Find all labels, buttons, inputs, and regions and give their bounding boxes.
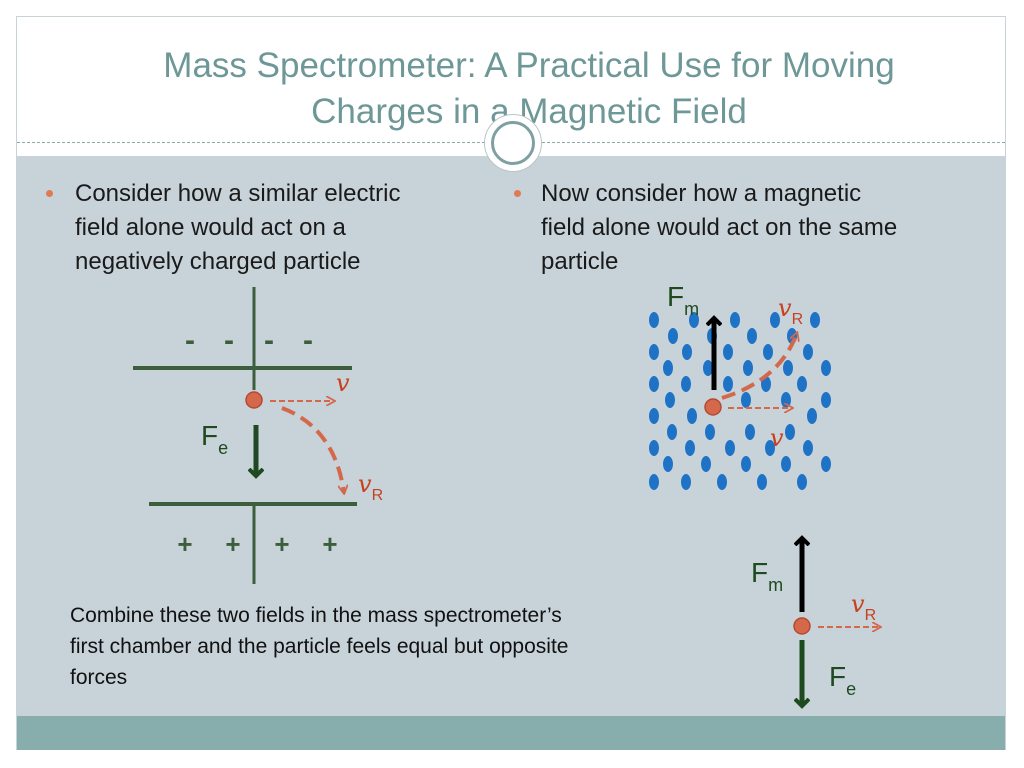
field-dot [765, 440, 775, 456]
combine-text: Combine these two fields in the mass spe… [70, 600, 690, 693]
bullet-dot-right [514, 190, 521, 197]
field-dot [705, 424, 715, 440]
field-dot [797, 376, 807, 392]
combine-line-3: forces [70, 666, 128, 689]
combine-line-1: Combine these two fields in the mass spe… [70, 604, 562, 627]
magnetic-field-dots [649, 312, 831, 490]
field-dot [763, 344, 773, 360]
field-dot [785, 424, 795, 440]
plus-sign-1: + [177, 529, 192, 559]
slide-title: Mass Spectrometer: A Practical Use for M… [57, 43, 1001, 135]
field-dot [649, 440, 659, 456]
bullet-left-line-3: negatively charged particle [75, 248, 361, 275]
field-dot [781, 456, 791, 472]
field-dot [797, 474, 807, 490]
field-dot [685, 440, 695, 456]
fe-label-combined: Fe [829, 661, 856, 699]
title-line-1: Mass Spectrometer: A Practical Use for M… [163, 46, 895, 85]
electric-field-diagram: - - - - + + + + Fe v vR [133, 287, 383, 584]
vr-label-combined: vR [851, 590, 876, 624]
minus-sign-2: - [224, 324, 234, 357]
bullet-right-line-2: field alone would act on the same [541, 214, 898, 241]
field-dot [717, 474, 727, 490]
plus-sign-2: + [225, 529, 240, 559]
footer-bar [17, 716, 1005, 750]
field-dot [649, 408, 659, 424]
bullet-left-line-1: Consider how a similar electric [75, 180, 401, 207]
field-dot [703, 360, 713, 376]
fe-label: Fe [201, 420, 228, 458]
fm-label-combined: Fm [751, 557, 783, 595]
field-dot [689, 312, 699, 328]
bullet-left-line-2: field alone would act on a [75, 214, 346, 241]
field-dot [747, 328, 757, 344]
field-dot [701, 456, 711, 472]
deflected-path-arrow [281, 406, 344, 493]
field-dot [668, 328, 678, 344]
field-dot [810, 312, 820, 328]
vr-label: vR [358, 470, 383, 504]
curved-path-arrow [721, 333, 797, 400]
bullet-right: Now consider how a magnetic field alone … [541, 177, 981, 279]
combined-forces-diagram: Fm Fe vR [751, 538, 880, 706]
field-dot [757, 474, 767, 490]
v-label-magnetic: v [770, 424, 784, 452]
field-dot [803, 344, 813, 360]
charged-particle [245, 391, 263, 409]
field-dot [725, 440, 735, 456]
field-dot [687, 408, 697, 424]
field-dot [665, 392, 675, 408]
field-dot [821, 392, 831, 408]
combine-line-2: first chamber and the particle feels equ… [70, 635, 569, 658]
field-dot [667, 424, 677, 440]
bullet-left: Consider how a similar electric field al… [75, 177, 495, 279]
field-dot [663, 456, 673, 472]
minus-sign-1: - [185, 324, 195, 357]
bullet-dot-left [46, 190, 53, 197]
content-area [17, 156, 1005, 716]
charged-particle-combined [793, 617, 811, 635]
field-dot [663, 360, 673, 376]
field-dot [681, 474, 691, 490]
field-dot [723, 344, 733, 360]
field-dot [803, 440, 813, 456]
field-dot [649, 344, 659, 360]
divider-circle-ring [491, 121, 535, 165]
field-dot [681, 376, 691, 392]
field-dot [807, 408, 817, 424]
field-dot [682, 344, 692, 360]
field-dot [649, 474, 659, 490]
charged-particle-magnetic [704, 398, 722, 416]
field-dot [821, 456, 831, 472]
field-dot [745, 424, 755, 440]
magnetic-field-diagram: Fm vR v [649, 281, 831, 490]
field-dot [770, 312, 780, 328]
field-dot [741, 392, 751, 408]
field-dot [781, 392, 791, 408]
field-dot [783, 360, 793, 376]
v-label: v [336, 369, 350, 397]
field-dot [649, 376, 659, 392]
field-dot [743, 360, 753, 376]
minus-sign-3: - [264, 324, 274, 357]
plus-sign-3: + [274, 529, 289, 559]
field-dot [741, 456, 751, 472]
minus-sign-4: - [303, 324, 313, 357]
plus-sign-4: + [322, 529, 337, 559]
vr-label-magnetic: vR [778, 294, 803, 328]
field-dot [730, 312, 740, 328]
fm-label-magnetic: Fm [667, 281, 699, 319]
field-dot [821, 360, 831, 376]
bullet-right-line-3: particle [541, 248, 619, 275]
bullet-right-line-1: Now consider how a magnetic [541, 180, 862, 207]
field-dot [649, 312, 659, 328]
field-dot [723, 376, 733, 392]
